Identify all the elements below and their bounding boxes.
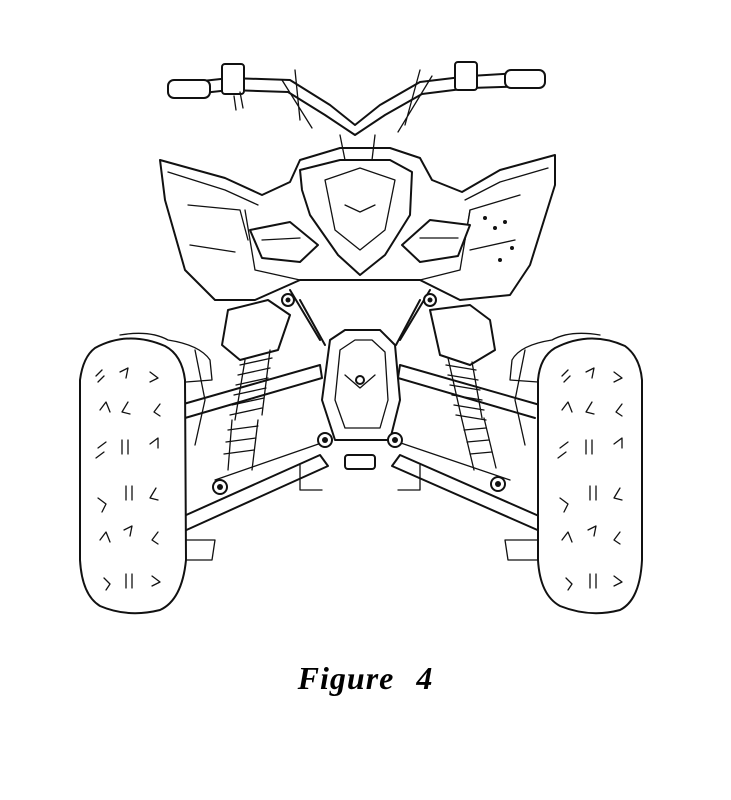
front-fenders xyxy=(159,147,556,301)
figure-label: Figure xyxy=(297,660,395,696)
front-bumper-frame xyxy=(289,289,431,491)
left-shock-absorber xyxy=(221,293,295,471)
left-front-tire xyxy=(79,332,216,615)
handlebar xyxy=(167,61,546,161)
right-grip xyxy=(504,69,546,89)
front-a-arms xyxy=(174,364,549,533)
atv-front-view-drawing xyxy=(79,61,643,615)
left-headlight xyxy=(249,221,319,263)
left-grip xyxy=(167,79,211,99)
figure-caption: Figure 4 xyxy=(0,660,731,697)
right-lever-housing xyxy=(454,61,478,91)
right-front-tire xyxy=(504,332,643,615)
left-lever-housing xyxy=(221,63,245,95)
right-headlight xyxy=(401,219,471,263)
figure-number: 4 xyxy=(416,660,434,696)
